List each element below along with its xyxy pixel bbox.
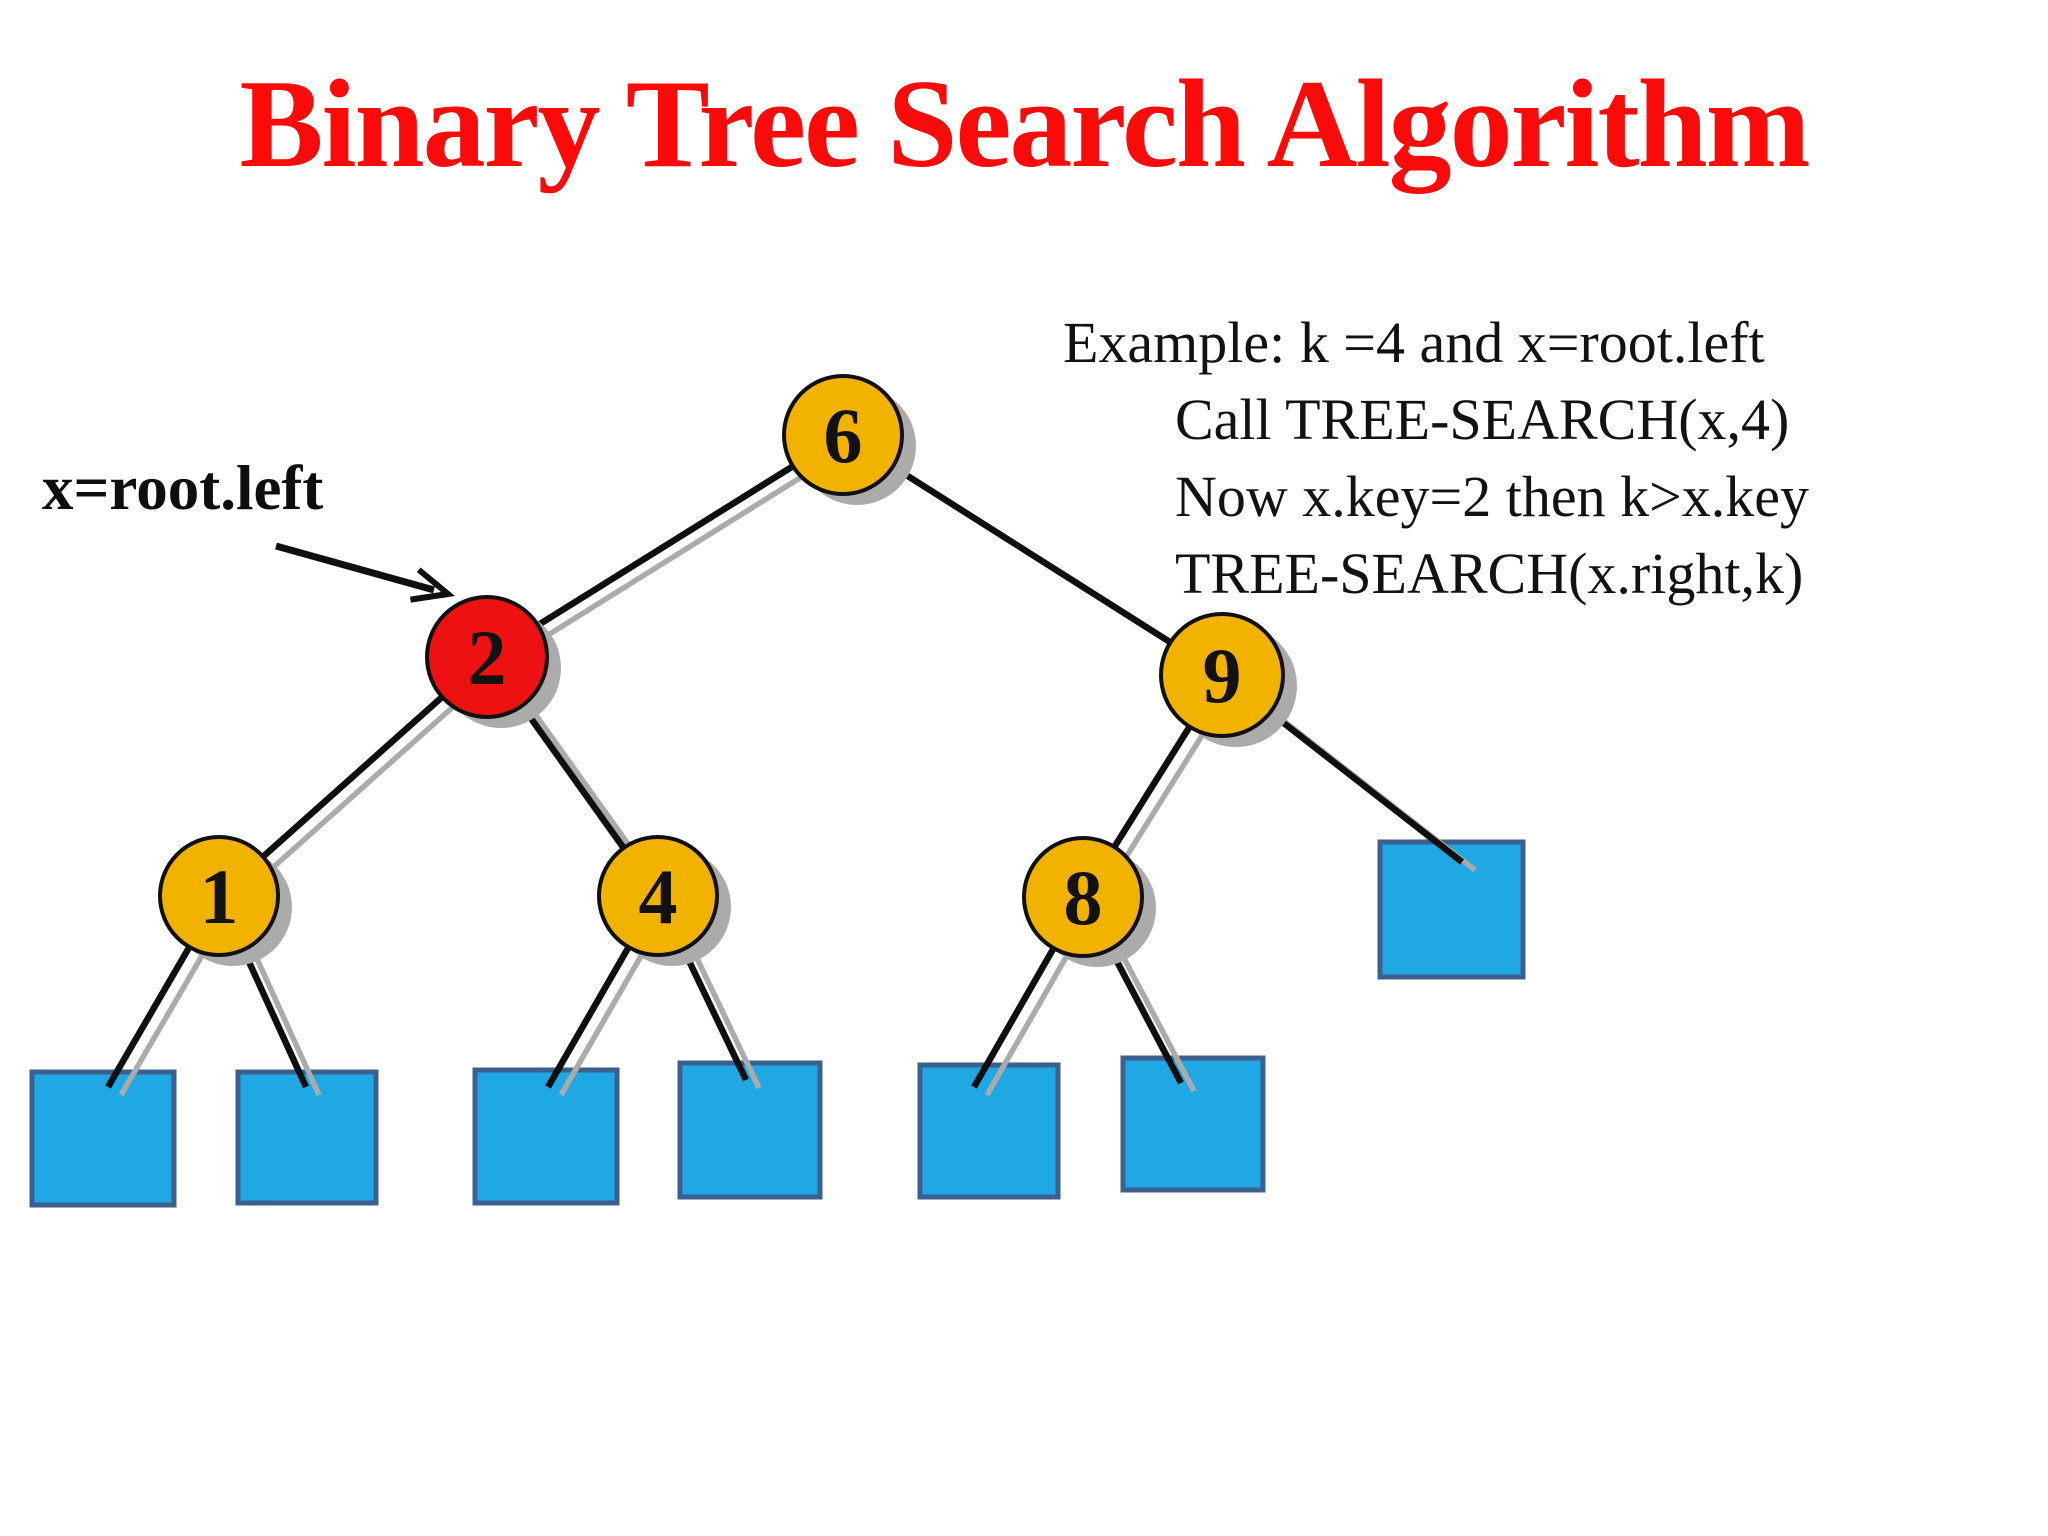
node-label-1: 1 — [200, 853, 239, 940]
nil-leaf-square — [677, 1060, 823, 1200]
tree-node-2 — [425, 595, 549, 719]
node-label-8: 8 — [1064, 854, 1103, 941]
example-line-3: Now x.key=2 then k>x.key — [1175, 464, 1810, 529]
tree-node-4 — [597, 835, 719, 957]
page-title: Binary Tree Search Algorithm — [239, 55, 1810, 194]
tree-edge — [485, 432, 845, 660]
nil-leaf-square — [29, 1069, 177, 1208]
nil-leaf-square — [472, 1067, 620, 1206]
node-label-4: 4 — [639, 853, 678, 940]
tree-node-9 — [1159, 612, 1285, 738]
node-label-6: 6 — [824, 392, 863, 479]
node-label-2: 2 — [468, 614, 507, 701]
example-line-2: Call TREE-SEARCH(x,4) — [1175, 387, 1790, 452]
tree-node-1 — [158, 835, 280, 957]
example-line-4: TREE-SEARCH(x.right,k) — [1175, 541, 1804, 606]
tree-node-6 — [782, 374, 904, 496]
node-label-9: 9 — [1203, 632, 1242, 719]
annotation-arrow-head — [409, 567, 456, 603]
nil-leaf-square — [1377, 839, 1526, 980]
nil-leaf-square — [917, 1062, 1061, 1200]
tree-node-8 — [1022, 836, 1144, 958]
example-line-1: Example: k =4 and x=root.left — [1063, 310, 1765, 375]
nil-leaf-square — [1120, 1055, 1266, 1193]
annotation-label: x=root.left — [42, 453, 324, 523]
example-text-block: Example: k =4 and x=root.left Call TREE-… — [1063, 304, 1809, 612]
nil-leaf-square — [235, 1069, 379, 1206]
annotation-arrow-shaft — [275, 542, 435, 594]
edge-shadow — [498, 440, 858, 668]
